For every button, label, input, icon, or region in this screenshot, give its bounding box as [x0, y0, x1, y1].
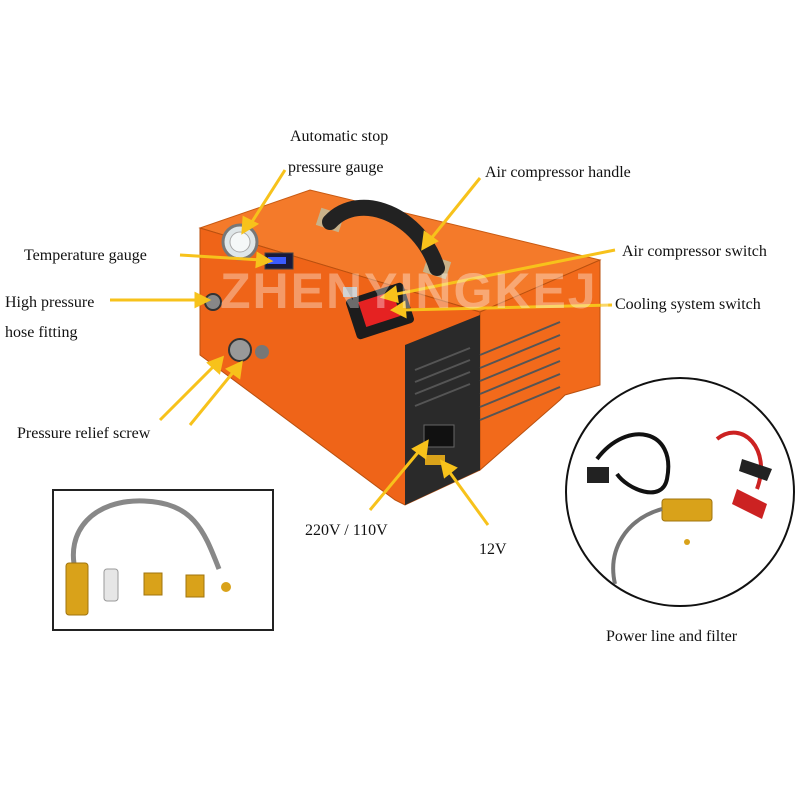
label-high-pressure-1: High pressure [5, 294, 95, 311]
label-relief: Pressure relief screw [17, 425, 151, 442]
power-cord-icon [595, 432, 671, 495]
power-line-inset [565, 377, 795, 607]
label-automatic-stop-2: pressure gauge [288, 159, 384, 176]
relief-screw-icon [228, 338, 252, 362]
handle-icon [315, 199, 452, 280]
filter-hose-icon [611, 507, 663, 585]
filter-housing-icon [65, 562, 89, 616]
watermark: ZHENYINGKEJI [220, 263, 614, 319]
accessories-inset [52, 489, 274, 631]
small-fitting-icon [221, 582, 231, 592]
label-voltage-dc: 12V [479, 541, 507, 558]
label-temperature: Temperature gauge [24, 247, 147, 264]
cooling-switch-icon [343, 287, 357, 297]
red-clamp-icon [732, 489, 767, 519]
label-voltage-ac: 220V / 110V [305, 522, 388, 539]
hose-icon [70, 498, 222, 574]
clamp-cable-icon [715, 430, 764, 490]
label-cooling: Cooling system switch [615, 296, 761, 313]
dc-socket-icon [425, 455, 445, 465]
filter-element-icon [103, 568, 119, 602]
brass-adapter-icon [143, 572, 163, 596]
ac-socket-icon [423, 424, 455, 448]
label-high-pressure-2: hose fitting [5, 324, 78, 341]
black-clamp-icon [739, 459, 772, 481]
quick-coupler-icon [185, 574, 205, 598]
callout-arrows [110, 169, 616, 526]
label-handle: Air compressor handle [485, 164, 631, 181]
plug-icon [587, 467, 609, 483]
label-automatic-stop-1: Automatic stop [290, 128, 389, 145]
filter-cylinder-icon [661, 498, 713, 522]
vent-panel [405, 315, 480, 505]
label-power-line: Power line and filter [606, 628, 738, 645]
hose-fitting-icon [204, 293, 222, 311]
label-switch: Air compressor switch [622, 243, 767, 260]
vent-slots [414, 321, 561, 421]
